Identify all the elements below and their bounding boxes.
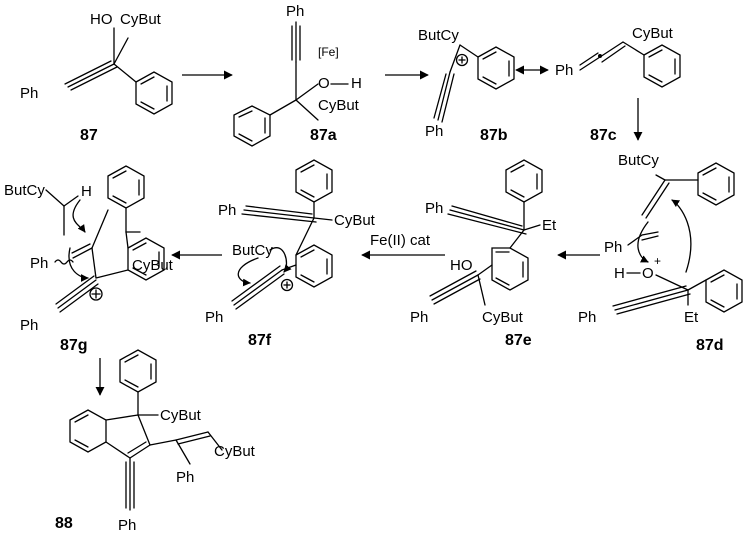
benzene-ring-88-top [119, 349, 157, 393]
benzene-ring-87e-top [505, 159, 543, 203]
phenyl-87g: Ph [30, 255, 48, 272]
oxonium-charge-87d: + [654, 254, 661, 268]
phenyl-87: Ph [20, 85, 38, 102]
butcy-87d: ButCy [618, 152, 659, 169]
label-87f: 87f [248, 332, 272, 349]
cybut-87a: CyBut [318, 97, 360, 114]
benzene-ring-88-fused [69, 409, 107, 453]
cybut2-88: CyBut [214, 443, 256, 460]
label-87e: 87e [505, 332, 532, 349]
benzene-ring-87a [233, 105, 271, 147]
iron-87a: [Fe] [318, 45, 339, 59]
compound-87: HO CyBut Ph 87 [20, 11, 173, 144]
label-87: 87 [80, 127, 98, 144]
oxygen-87d: O [642, 265, 654, 282]
phenyl2-87d: Ph [578, 309, 596, 326]
hydrogen-87d: H [614, 265, 625, 282]
label-87c: 87c [590, 127, 617, 144]
phenyl-87e: Ph [425, 200, 443, 217]
phenyl2-87e: Ph [410, 309, 428, 326]
compound-87g: ButCy H Ph CyBut [4, 165, 174, 354]
hydrogen-87g: H [81, 183, 92, 200]
compound-88: CyBut CyBut Ph Ph 88 [55, 349, 256, 534]
label-87g: 87g [60, 337, 88, 354]
compound-87b: ButCy Ph 87b [418, 27, 515, 144]
label-87d: 87d [696, 337, 724, 354]
oxygen-87a: O [318, 75, 330, 92]
benzene-ring-87e-bottom [491, 247, 529, 291]
cybut-87: CyBut [120, 11, 162, 28]
benzene-ring-87f-bottom [295, 244, 333, 288]
phenyl-88: Ph [176, 469, 194, 486]
compound-87c: Ph CyBut 87c [555, 25, 681, 144]
label-88: 88 [55, 515, 73, 532]
cybut-87f: CyBut [334, 212, 376, 229]
label-87a: 87a [310, 127, 337, 144]
cybut-87e: CyBut [482, 309, 524, 326]
butcy-87g: ButCy [4, 182, 45, 199]
ethyl-87e: Et [542, 217, 557, 234]
ethyl-87d: Et [684, 309, 699, 326]
phenyl-87d: Ph [604, 239, 622, 256]
phenyl-87c: Ph [555, 62, 573, 79]
benzene-ring-87f-top [295, 159, 333, 203]
benzene-ring-87b [477, 46, 515, 90]
compound-87f: Ph CyBut ButCy Ph 87f [205, 159, 376, 349]
phenyl-87b: Ph [425, 123, 443, 140]
hydroxyl-87e: HO [450, 257, 473, 274]
benzene-ring-87d-bottom [705, 269, 743, 313]
compound-87e: Ph Et HO CyBut Ph 87e [410, 159, 557, 349]
compound-87a: Ph [Fe] O H CyBut 87a [233, 3, 362, 147]
compound-87d: ButCy Ph H O + Et Ph [578, 152, 743, 354]
phenyl2-87f: Ph [205, 309, 223, 326]
phenyl2-88: Ph [118, 517, 136, 534]
benzene-ring-87 [135, 71, 173, 115]
cybut-88: CyBut [160, 407, 202, 424]
benzene-ring-87c [643, 44, 681, 88]
hydrogen-87a: H [351, 75, 362, 92]
phenyl-87a: Ph [286, 3, 304, 20]
hydroxyl-87: HO [90, 11, 113, 28]
label-87b: 87b [480, 127, 508, 144]
phenyl2-87g: Ph [20, 317, 38, 334]
benzene-ring-87g-top [107, 165, 145, 209]
butcy-87b: ButCy [418, 27, 459, 44]
benzene-ring-87d-top [697, 162, 735, 206]
reagent-fe-cat: Fe(II) cat [370, 232, 431, 249]
cybut-87c: CyBut [632, 25, 674, 42]
butcy-87f: ButCy [232, 242, 273, 259]
phenyl-87f: Ph [218, 202, 236, 219]
